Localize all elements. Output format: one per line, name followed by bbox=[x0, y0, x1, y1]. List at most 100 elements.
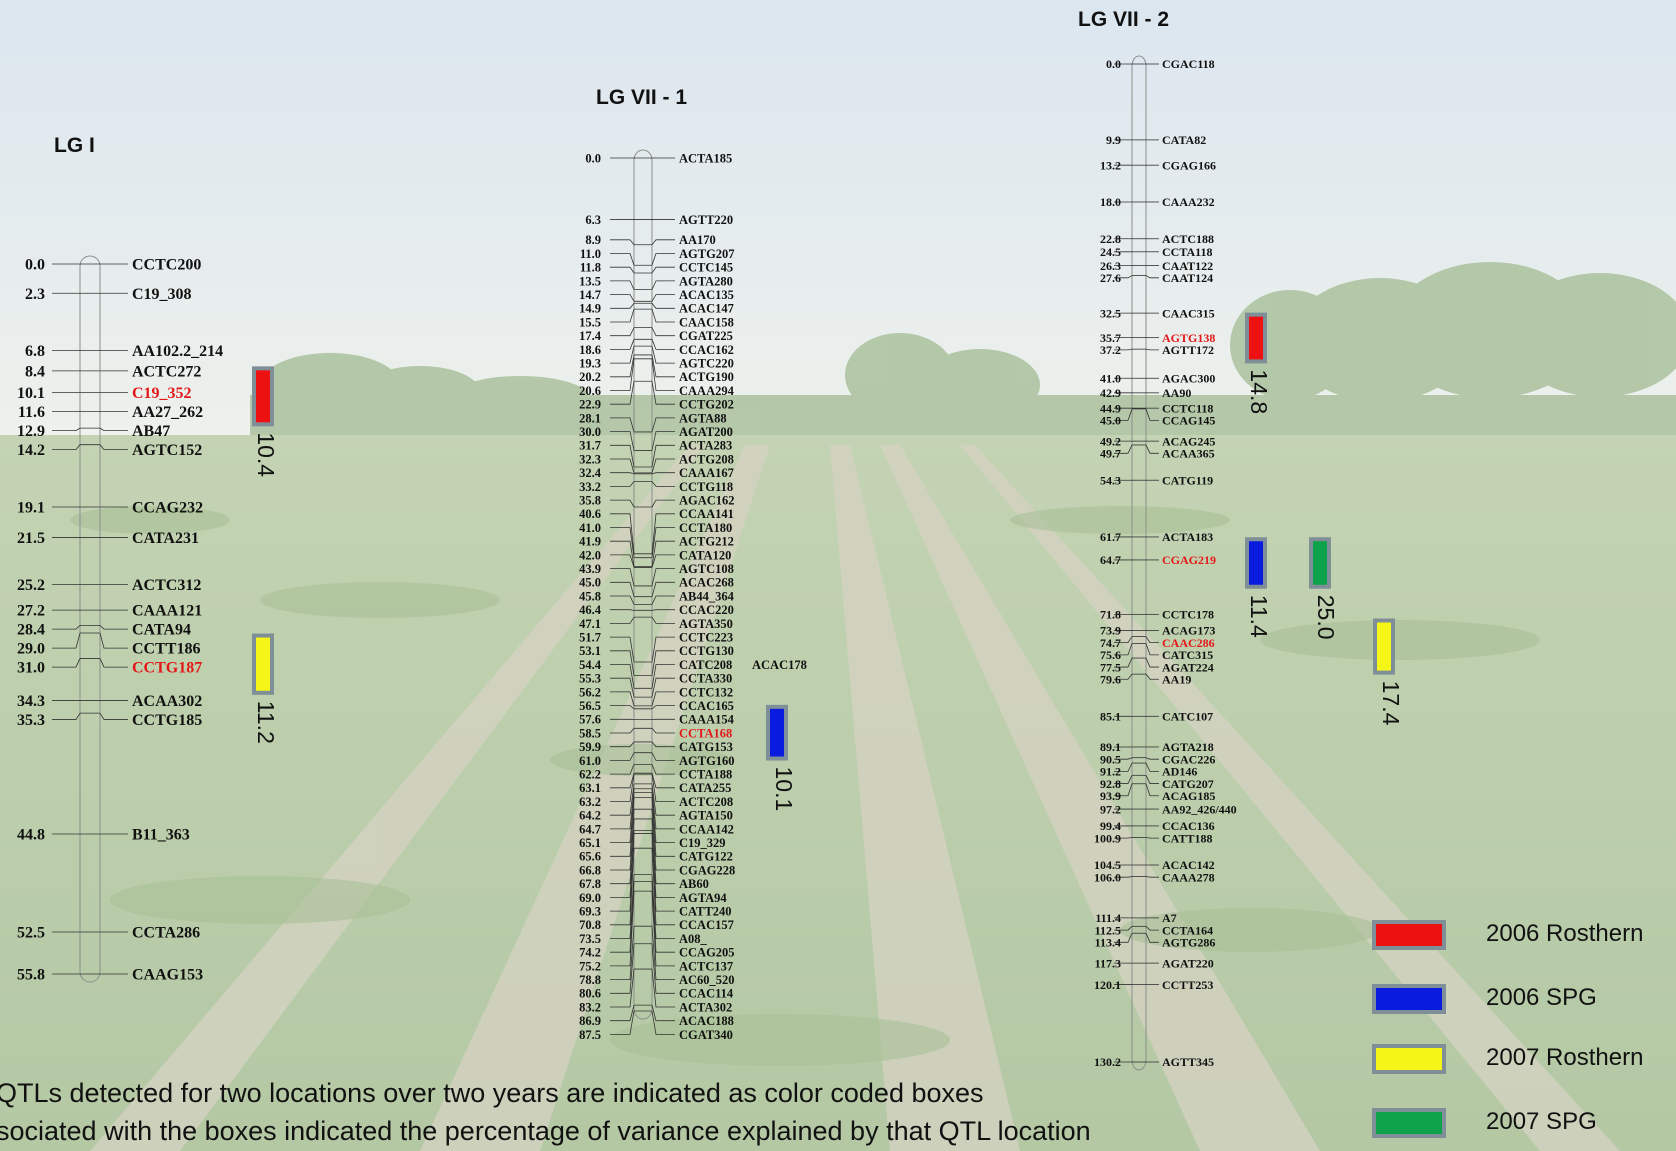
marker-position: 55.3 bbox=[579, 672, 601, 686]
marker-position: 67.8 bbox=[579, 877, 601, 891]
marker-position: 6.3 bbox=[585, 213, 601, 227]
marker-name: AC60_520 bbox=[679, 973, 735, 987]
marker-connector-right bbox=[651, 943, 675, 994]
marker-position: 14.9 bbox=[579, 302, 601, 316]
marker-connector-right bbox=[1145, 275, 1159, 279]
marker-name: CCTG118 bbox=[679, 480, 733, 494]
marker-position: 117.3 bbox=[1095, 956, 1121, 970]
legend-swatch-yellow bbox=[1372, 1044, 1446, 1074]
marker-position: 62.2 bbox=[579, 767, 601, 781]
marker-connector-left bbox=[610, 1005, 635, 1022]
qtl-variance-label: 17.4 bbox=[1378, 681, 1404, 726]
marker-position: 78.8 bbox=[579, 973, 601, 987]
marker-connector-left bbox=[610, 472, 635, 475]
marker-position: 42.0 bbox=[579, 548, 601, 562]
marker-connector-right bbox=[1145, 643, 1159, 656]
marker-name: CCTC200 bbox=[132, 257, 201, 274]
marker-name: CATT240 bbox=[679, 904, 732, 918]
marker-name: AGAC300 bbox=[1162, 371, 1215, 385]
marker-name: CCTT253 bbox=[1162, 978, 1213, 992]
marker-name: AA92_426/440 bbox=[1162, 802, 1237, 816]
marker-connector-right bbox=[651, 969, 675, 1008]
marker-position: 111.4 bbox=[1095, 911, 1121, 925]
marker-name: CAAA294 bbox=[679, 384, 735, 398]
marker-connector-right bbox=[651, 705, 675, 710]
marker-name: AGTT220 bbox=[679, 213, 733, 227]
qtl-variance-label: 10.1 bbox=[771, 767, 797, 812]
marker-name: C19_329 bbox=[679, 836, 726, 850]
marker-connector-right bbox=[651, 458, 675, 473]
marker-connector-right bbox=[651, 417, 675, 433]
marker-position: 43.9 bbox=[579, 562, 601, 576]
marker-name: C19_352 bbox=[132, 385, 192, 402]
marker-connector-left bbox=[610, 499, 635, 508]
marker-connector-left bbox=[1114, 348, 1133, 351]
marker-name: CATC208 bbox=[679, 658, 732, 672]
lg7-2-title: LG VII - 2 bbox=[1078, 8, 1170, 31]
marker-position: 0.0 bbox=[585, 151, 601, 165]
marker-connector-right bbox=[99, 712, 128, 720]
marker-connector-left bbox=[610, 554, 635, 568]
marker-connector-right bbox=[651, 327, 675, 337]
marker-connector-left bbox=[610, 691, 635, 706]
marker-position: 18.0 bbox=[1100, 195, 1121, 209]
marker-position: 28.4 bbox=[17, 622, 45, 639]
marker-name: CGAG219 bbox=[1162, 553, 1216, 567]
marker-name: ACTC188 bbox=[1162, 232, 1214, 246]
marker-position: 30.0 bbox=[579, 425, 601, 439]
marker-connector-left bbox=[610, 752, 635, 761]
marker-connector-left bbox=[610, 308, 635, 323]
marker-name: CCAC165 bbox=[679, 699, 734, 713]
marker-name: CATA94 bbox=[132, 622, 191, 639]
marker-name: CATA231 bbox=[132, 530, 199, 547]
marker-connector-left bbox=[1114, 933, 1133, 943]
marker-name: AGTA218 bbox=[1162, 740, 1214, 754]
marker-position: 24.5 bbox=[1100, 245, 1121, 259]
marker-connector-left bbox=[610, 346, 635, 364]
marker-position: 41.9 bbox=[579, 535, 601, 549]
marker-position: 64.2 bbox=[579, 809, 601, 823]
marker-position: 9.9 bbox=[1106, 133, 1121, 147]
marker-connector-left bbox=[610, 926, 635, 980]
marker-position: 32.5 bbox=[1100, 306, 1121, 320]
marker-position: 56.2 bbox=[579, 685, 601, 699]
marker-connector-left bbox=[610, 280, 635, 290]
marker-connector-left bbox=[610, 797, 635, 857]
marker-name: AGTG160 bbox=[679, 754, 735, 768]
marker-name: CGAC226 bbox=[1162, 752, 1215, 766]
marker-connector-right bbox=[651, 650, 675, 676]
marker-connector-left bbox=[610, 581, 635, 597]
marker-name: ACTG190 bbox=[679, 370, 734, 384]
marker-connector-right bbox=[651, 431, 675, 451]
marker-connector-right bbox=[651, 568, 675, 587]
marker-position: 90.5 bbox=[1100, 752, 1121, 766]
marker-connector-left bbox=[610, 458, 635, 473]
marker-connector-left bbox=[1114, 926, 1133, 931]
marker-position: 14.7 bbox=[579, 288, 601, 302]
marker-connector-left bbox=[1114, 657, 1133, 668]
marker-connector-right bbox=[651, 788, 675, 830]
marker-connector-left bbox=[610, 327, 635, 337]
marker-position: 10.1 bbox=[17, 385, 45, 402]
